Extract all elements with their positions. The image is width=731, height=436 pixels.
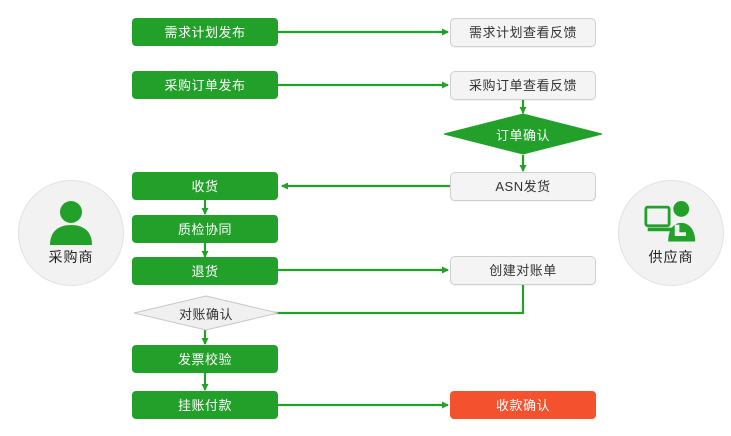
person-computer-icon xyxy=(644,201,696,242)
node-return-goods[interactable]: 退货 xyxy=(132,257,278,285)
node-invoice-check[interactable]: 发票校验 xyxy=(132,345,278,373)
node-payment-posting-label: 挂账付款 xyxy=(177,397,232,413)
node-po-feedback[interactable]: 采购订单查看反馈 xyxy=(450,71,596,100)
actor-supplier[interactable]: 供应商 xyxy=(618,180,724,286)
actor-buyer-label: 采购商 xyxy=(48,249,94,265)
node-receipt-confirm-label: 收款确认 xyxy=(495,397,550,413)
node-demand-plan-feedback-label: 需求计划查看反馈 xyxy=(468,25,577,40)
node-po-feedback-label: 采购订单查看反馈 xyxy=(468,78,577,93)
node-quality-collab-label: 质检协同 xyxy=(177,221,232,237)
node-create-statement-label: 创建对账单 xyxy=(489,263,557,278)
diamond-shape xyxy=(443,113,603,155)
node-order-confirm[interactable]: 订单确认 xyxy=(443,113,603,155)
diamond-shape xyxy=(133,295,279,331)
actor-supplier-label: 供应商 xyxy=(648,249,694,265)
node-create-statement[interactable]: 创建对账单 xyxy=(450,256,596,285)
node-receipt-confirm[interactable]: 收款确认 xyxy=(450,391,596,419)
node-asn-shipment-label: ASN发货 xyxy=(495,179,551,194)
node-asn-shipment[interactable]: ASN发货 xyxy=(450,172,596,201)
node-po-publish-label: 采购订单发布 xyxy=(164,77,246,93)
person-icon xyxy=(50,201,92,245)
node-return-goods-label: 退货 xyxy=(191,263,219,279)
node-payment-posting[interactable]: 挂账付款 xyxy=(132,391,278,419)
actor-buyer[interactable]: 采购商 xyxy=(18,180,124,286)
node-demand-plan-publish-label: 需求计划发布 xyxy=(164,24,246,40)
node-demand-plan-publish[interactable]: 需求计划发布 xyxy=(132,18,278,46)
node-order-confirm-label: 订单确认 xyxy=(495,127,550,143)
node-statement-confirm[interactable]: 对账确认 xyxy=(133,295,279,331)
node-po-publish[interactable]: 采购订单发布 xyxy=(132,71,278,99)
node-receive-goods[interactable]: 收货 xyxy=(132,172,278,200)
node-statement-confirm-label: 对账确认 xyxy=(178,306,233,322)
node-invoice-check-label: 发票校验 xyxy=(177,351,232,367)
node-demand-plan-feedback[interactable]: 需求计划查看反馈 xyxy=(450,18,596,47)
node-receive-goods-label: 收货 xyxy=(191,178,219,194)
node-quality-collab[interactable]: 质检协同 xyxy=(132,215,278,243)
